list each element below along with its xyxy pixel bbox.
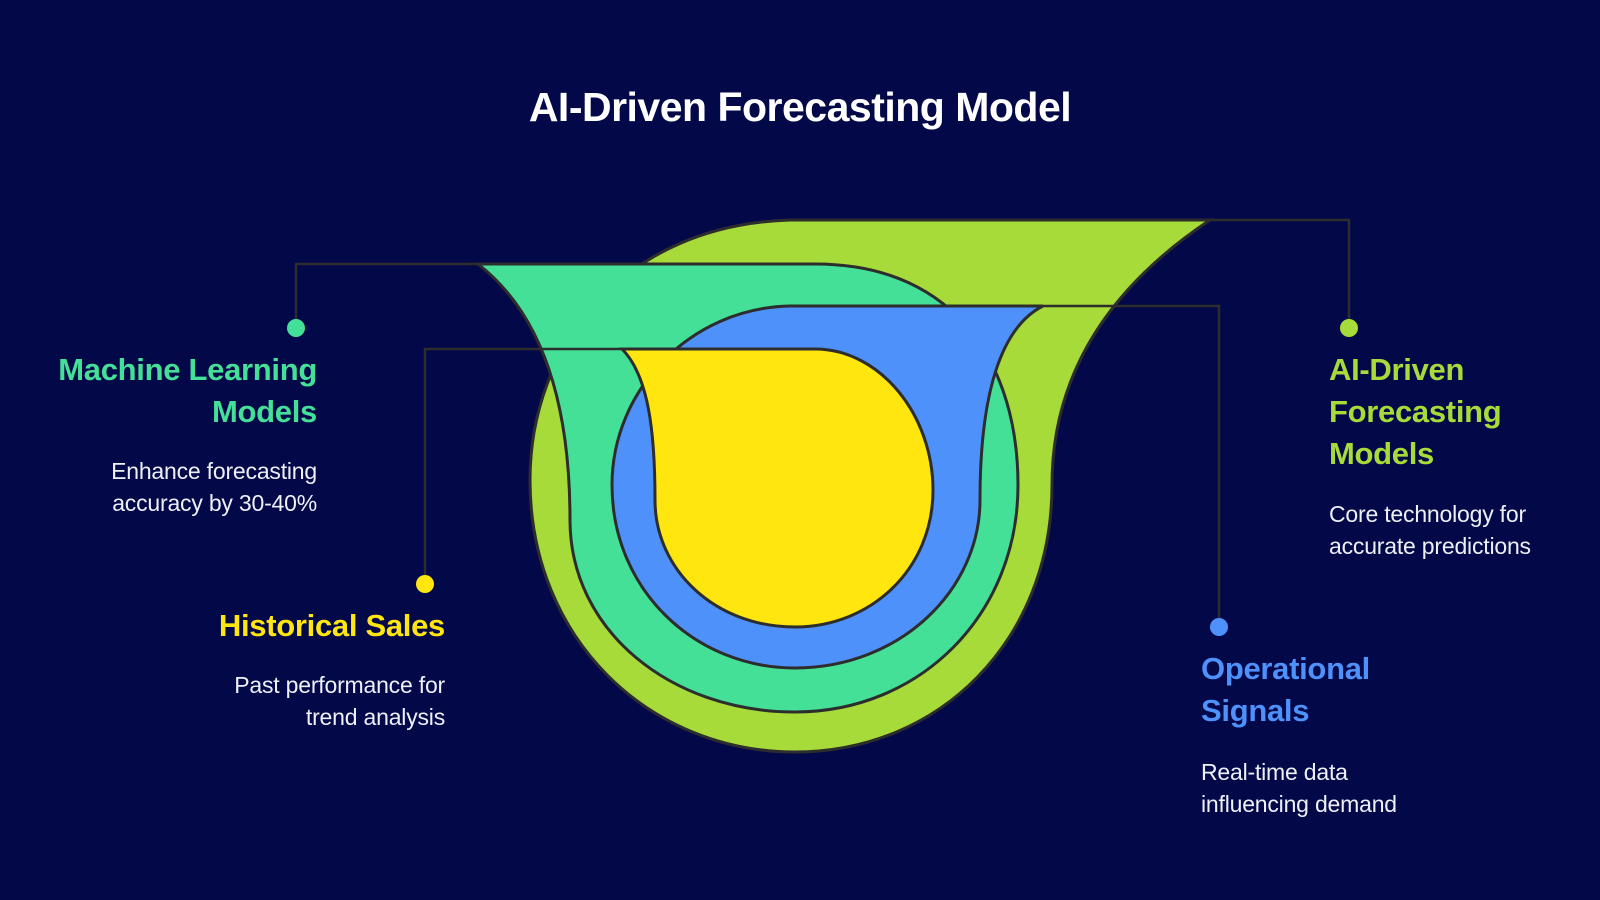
connector-dot-hist xyxy=(416,575,434,593)
hist-desc-line-2: trend analysis xyxy=(305,704,445,730)
ops-desc-line-2: influencing demand xyxy=(1201,791,1397,817)
ai-title-line-2: Forecasting xyxy=(1329,394,1502,429)
ai-description: Core technology for accurate predictions xyxy=(1329,498,1594,562)
ml-title-line-1: Machine Learning xyxy=(58,352,317,387)
page-title: AI-Driven Forecasting Model xyxy=(528,84,1072,130)
connector-line-hist xyxy=(423,347,622,584)
ml-title: Machine Learning Models xyxy=(0,349,317,433)
ops-title-line-2: Signals xyxy=(1201,693,1310,728)
ops-description: Real-time data influencing demand xyxy=(1201,756,1501,820)
connector-dot-ai xyxy=(1340,319,1358,337)
ml-desc-line-2: accuracy by 30-40% xyxy=(112,490,317,516)
ai-title-line-3: Models xyxy=(1329,436,1434,471)
ai-desc-line-2: accurate predictions xyxy=(1329,533,1531,559)
ml-title-line-2: Models xyxy=(212,394,317,429)
connector-line-ml xyxy=(294,262,478,328)
connector-line-ai xyxy=(1210,218,1351,328)
layer-historical-sales xyxy=(618,347,935,629)
ops-title-line-1: Operational xyxy=(1201,651,1370,686)
ai-desc-line-1: Core technology for xyxy=(1329,501,1526,527)
hist-title: Historical Sales xyxy=(145,605,445,647)
ai-title-line-1: AI-Driven xyxy=(1329,352,1465,387)
ops-desc-line-1: Real-time data xyxy=(1201,759,1348,785)
connector-dot-ops xyxy=(1210,618,1228,636)
ai-title: AI-Driven Forecasting Models xyxy=(1329,349,1589,475)
hist-description: Past performance for trend analysis xyxy=(145,669,445,733)
connector-line-ops xyxy=(1043,304,1221,627)
ml-description: Enhance forecasting accuracy by 30-40% xyxy=(0,455,317,519)
ml-desc-line-1: Enhance forecasting xyxy=(111,458,317,484)
ops-title: Operational Signals xyxy=(1201,648,1501,732)
hist-desc-line-1: Past performance for xyxy=(234,672,445,698)
hist-title-line-1: Historical Sales xyxy=(218,608,445,643)
connector-dot-ml xyxy=(287,319,305,337)
